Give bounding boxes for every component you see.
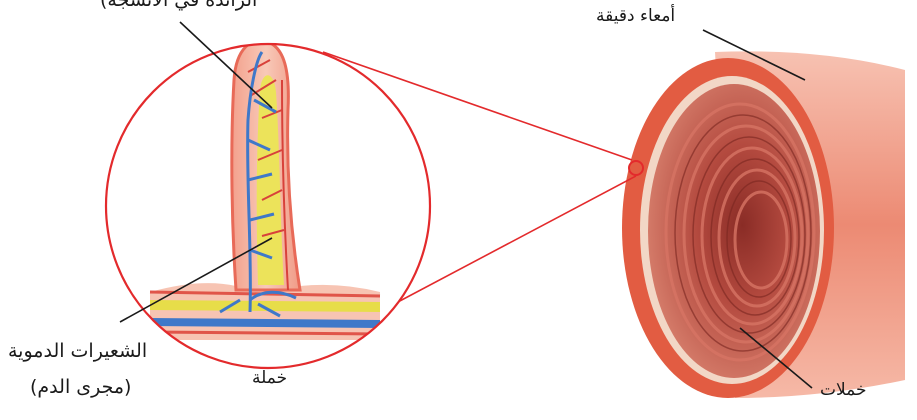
villus-top-label: الزائدة في الأنسجة) — [100, 0, 257, 10]
small-intestine-tube — [622, 51, 905, 398]
villi-label: خملات — [820, 382, 866, 399]
capillaries-label: الشعيرات الدموية — [8, 342, 147, 361]
villus-label: خملة — [252, 370, 287, 387]
bloodstream-label: (مجرى الدم) — [30, 378, 131, 397]
small-intestine-label: أمعاء دقيقة — [596, 8, 675, 25]
